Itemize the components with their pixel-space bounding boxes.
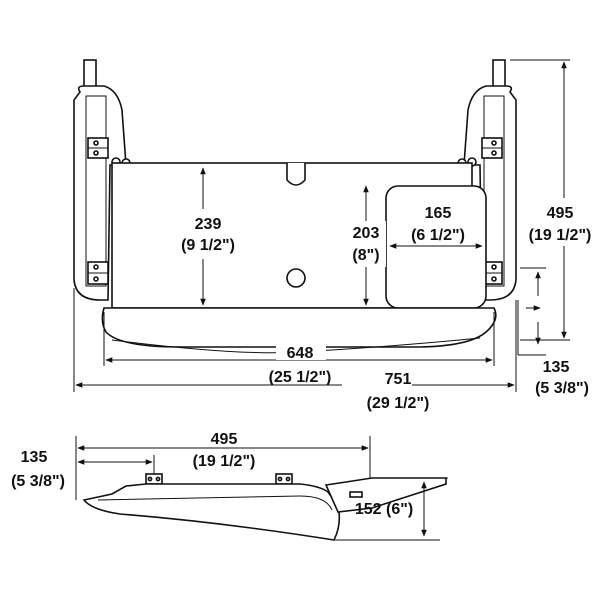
side-offset-label: 135 (21, 449, 48, 466)
mouse-width-label: 165 (425, 205, 452, 222)
mouse-width-label-inches: (6 1/2") (411, 227, 465, 244)
top-view: 239 (9 1/2") 203 (8") 165 (6 1/2") 495 (… (73, 59, 598, 412)
height-label-inches: (19 1/2") (529, 227, 592, 244)
offset-label: 135 (543, 359, 570, 376)
left-hinge-top (87, 137, 109, 159)
mouse-depth-label-inches: (8") (352, 247, 379, 264)
left-bracket (73, 85, 127, 301)
side-rail (324, 477, 447, 513)
mouse-depth-label: 203 (353, 225, 380, 242)
overall-width-label: 751 (385, 371, 412, 388)
depth-label-inches: (9 1/2") (181, 237, 235, 254)
side-bracket-right (275, 473, 293, 485)
side-tray-profile (82, 483, 341, 541)
right-hinge-top (481, 137, 503, 159)
left-hinge-bottom (87, 261, 109, 285)
depth-label: 239 (195, 216, 222, 233)
side-length-label-inches: (19 1/2") (193, 453, 256, 470)
height-label: 495 (547, 205, 574, 222)
side-offset-label-inches: (5 3/8") (11, 473, 65, 490)
side-height-label: 152 (6") (355, 501, 413, 518)
offset-label-inches: (5 3/8") (535, 380, 589, 397)
palm-rest (101, 307, 497, 348)
tray-top-notch (286, 163, 306, 186)
tray-width-label-inches: (25 1/2") (269, 369, 332, 386)
side-view: 495 (19 1/2") 135 (5 3/8") 152 (6") (11, 431, 448, 541)
right-bracket (463, 85, 517, 301)
tray-width-label: 648 (287, 345, 314, 362)
tray-hole (286, 268, 306, 288)
side-length-label: 495 (211, 431, 238, 448)
overall-width-label-inches: (29 1/2") (367, 395, 430, 412)
side-bracket-left (145, 473, 163, 485)
